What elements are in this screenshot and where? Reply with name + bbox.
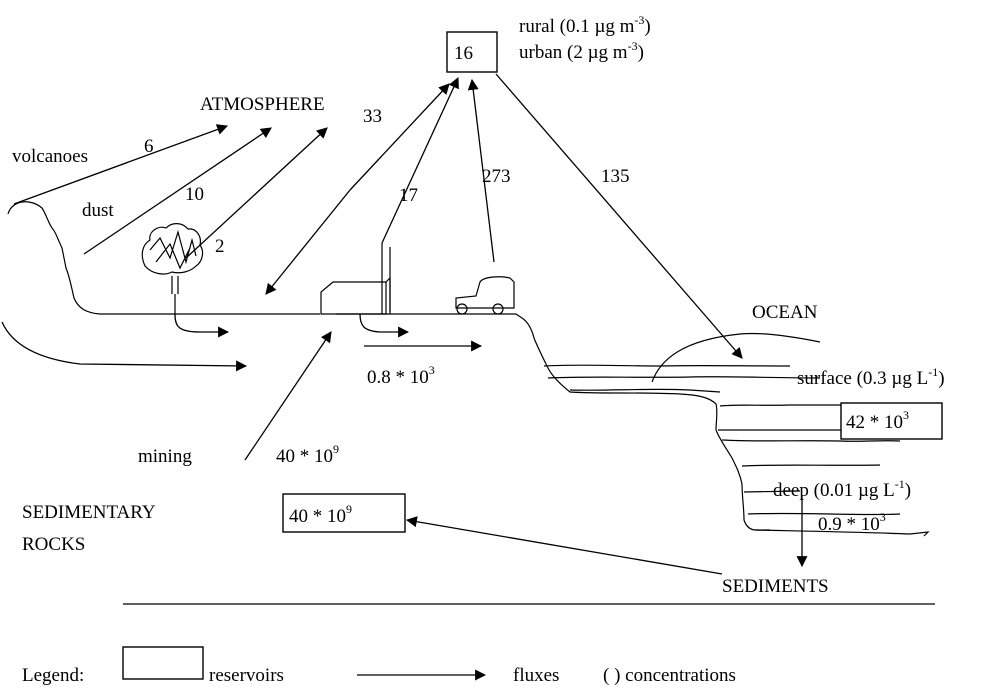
urban-concentration: urban (2 µg m-3) [519,39,644,63]
volcano-flux-value: 6 [144,136,154,157]
sedimentation-flux-value: 0.9 * 103 [818,510,886,535]
sediments-label: SEDIMENTS [722,576,829,597]
mining-flux-value: 40 * 109 [276,442,339,467]
dust-label: dust [82,200,114,221]
legend-reservoirs-label: reservoirs [209,665,284,686]
tree-icon [141,223,204,294]
industry-flux-arrow [381,77,459,244]
surface-concentration: surface (0.3 µg L-1) [797,365,945,389]
traffic-flux-arrow [467,78,495,263]
runoff-tree-arrow [174,313,230,338]
fire-flux-value: 2 [215,236,225,257]
mining-flux-arrow [244,331,332,461]
ocean-deep-reservoir-box [840,402,943,440]
atmosphere-label: ATMOSPHERE [200,94,325,115]
atmosphere-reservoir-box [446,31,498,73]
to-ocean-flux-value: 135 [601,166,630,187]
ground-line-right [336,313,523,319]
dust-flux-arrow [83,127,272,255]
volcanoes-label: volcanoes [12,146,88,167]
runoff-factory-arrow [359,313,410,338]
car-icon [455,276,515,315]
rural-concentration: rural (0.1 µg m-3) [519,13,651,37]
fire-flux-arrow [185,127,328,259]
volcano-flux-arrow [13,124,229,205]
ocean-basin [521,317,930,537]
industry-flux-value: 17 [399,185,418,206]
atmosphere-to-ocean-arrow [495,73,743,359]
sedimentary-rocks-label-line1: SEDIMENTARY [22,502,156,523]
ocean-deep-reservoir-value: 42 * 103 [846,408,909,433]
traffic-flux-value: 273 [482,166,511,187]
rocks-reservoir-box [282,493,406,533]
ocean-label: OCEAN [752,302,818,323]
sediments-to-rocks-arrow [405,516,723,575]
legend-reservoir-swatch [122,646,204,680]
river-flux-value: 0.8 * 103 [367,363,435,388]
legend-concentrations-label: ( ) concentrations [603,665,736,686]
factory-icon [320,243,391,315]
rocks-reservoir-value: 40 * 109 [289,502,352,527]
deposition-up-arrow [349,83,450,191]
deposition-down-arrow [265,189,351,295]
deposition-flux-value: 33 [363,106,382,127]
sedimentary-rocks-label-line2: ROCKS [22,534,85,555]
atmosphere-reservoir-value: 16 [454,43,473,64]
legend-title: Legend: [22,665,84,686]
dust-flux-value: 10 [185,184,204,205]
mining-label: mining [138,446,192,467]
legend-fluxes-label: fluxes [513,665,559,686]
deep-concentration: deep (0.01 µg L-1) [773,477,911,501]
runoff-long-arrow [1,321,248,372]
volcano-cliff-outline [7,201,320,315]
